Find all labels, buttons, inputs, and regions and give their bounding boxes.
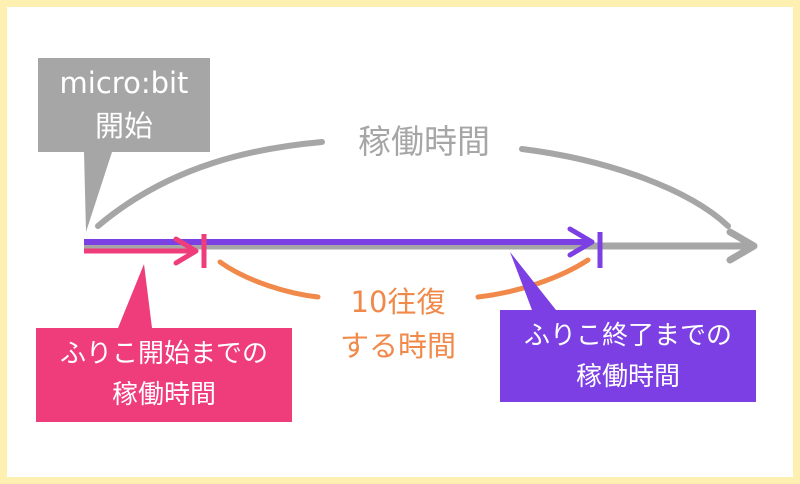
swing-label-line1: 10往復 bbox=[351, 285, 446, 319]
swing-arc-left bbox=[217, 259, 321, 300]
swing-arc-right bbox=[475, 257, 591, 300]
pendulum-start-line2: 稼働時間 bbox=[112, 380, 216, 410]
uptime-arc-right bbox=[519, 146, 731, 229]
pendulum-start-callout: ふりこ開始までの 稼働時間 bbox=[36, 264, 292, 422]
microbit-start-line2: 開始 bbox=[95, 109, 153, 143]
uptime-label: 稼働時間 bbox=[358, 122, 490, 161]
pendulum-end-arrowhead bbox=[567, 226, 595, 258]
pendulum-start-line1: ふりこ開始までの bbox=[60, 339, 268, 369]
uptime-arc-left bbox=[95, 139, 325, 229]
pendulum-end-line1: ふりこ終了までの bbox=[524, 321, 732, 351]
pendulum-end-callout: ふりこ終了までの 稼働時間 bbox=[500, 252, 756, 402]
pendulum-start-arrowhead bbox=[173, 236, 199, 266]
microbit-start-line1: micro:bit bbox=[60, 66, 189, 100]
uptime-arrowhead bbox=[726, 228, 758, 264]
microbit-start-callout: micro:bit 開始 bbox=[38, 58, 210, 232]
pendulum-end-line2: 稼働時間 bbox=[576, 362, 680, 392]
swing-label-line2: する時間 bbox=[340, 329, 456, 363]
